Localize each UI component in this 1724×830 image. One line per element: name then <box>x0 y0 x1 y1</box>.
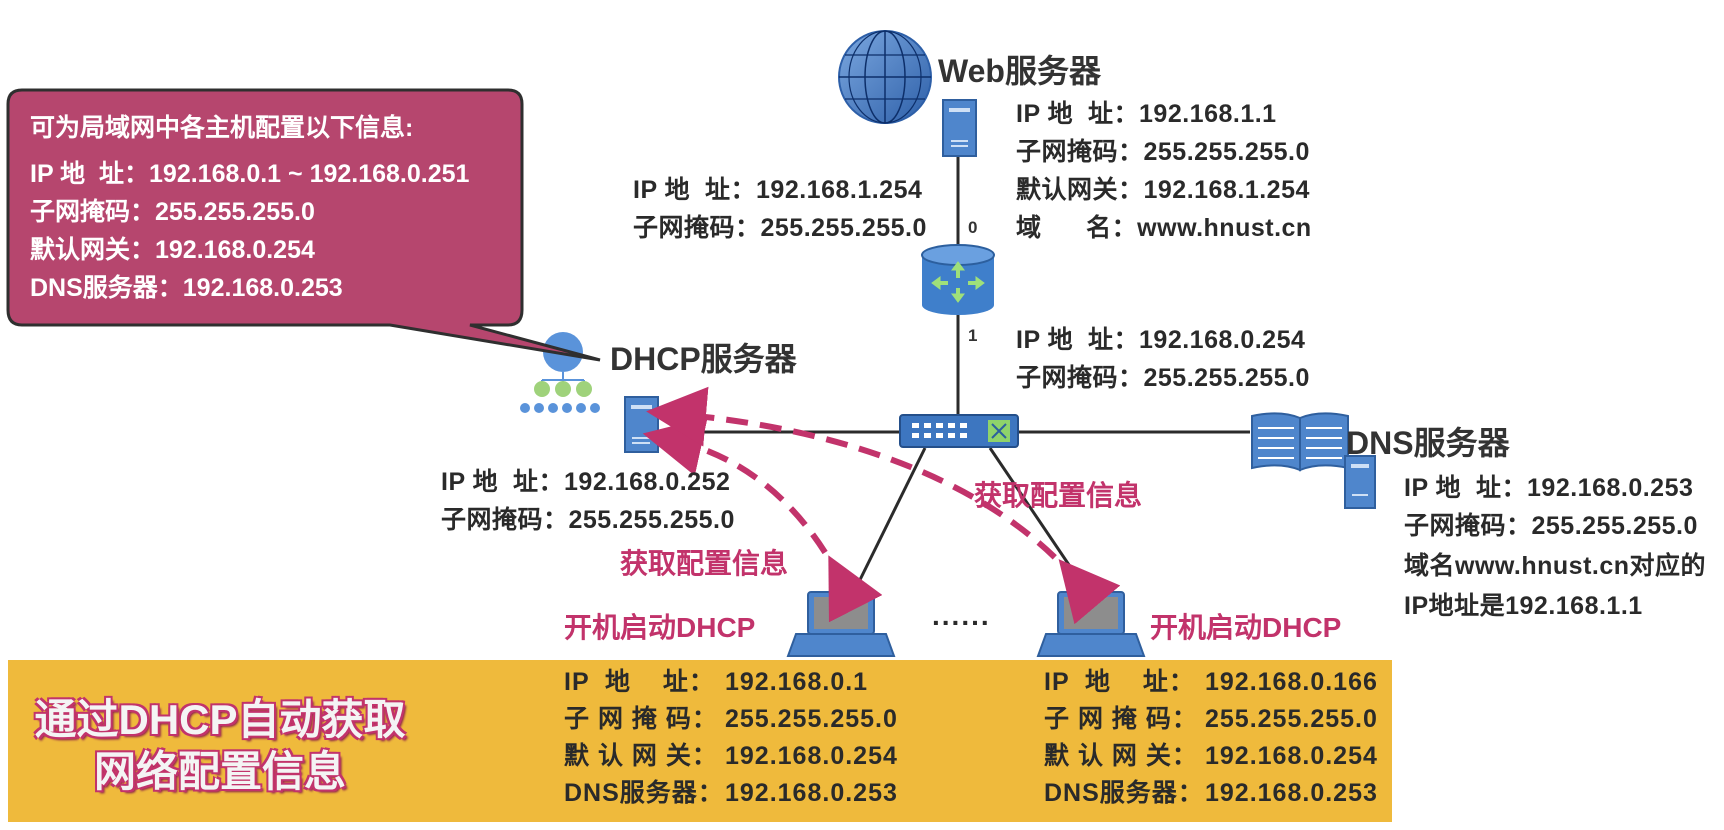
callout-bubble <box>6 88 601 362</box>
dns-server-ip: IP 地 址：192.168.0.253 <box>1404 474 1694 502</box>
hosts-ellipsis: ...... <box>932 600 991 631</box>
dns-server-mask: 子网掩码：255.255.255.0 <box>1404 512 1698 540</box>
globe-icon <box>838 30 932 124</box>
callout-ip-range: IP 地 址：192.168.0.1 ~ 192.168.0.251 <box>30 160 470 188</box>
callout-gateway: 默认网关：192.168.0.254 <box>30 236 315 264</box>
host2-config: IP 地 址：192.168.0.166 子 网 掩 码：255.255.255… <box>1044 664 1378 812</box>
switch-icon <box>899 414 1019 448</box>
host1-row-mask: 子 网 掩 码：255.255.255.0 <box>564 705 898 733</box>
banner-title-line-1: 通过DHCP自动获取 <box>34 696 406 743</box>
web-server-mask: 子网掩码：255.255.255.0 <box>1016 138 1310 166</box>
router-if0-mask: 子网掩码：255.255.255.0 <box>633 214 927 242</box>
laptop-icon <box>1036 591 1146 657</box>
web-server-gateway: 默认网关：192.168.1.254 <box>1016 176 1310 204</box>
dns-server-note-1: 域名www.hnust.cn对应的 <box>1404 552 1707 580</box>
link-switch-host1 <box>850 447 927 597</box>
dhcp-server-title: DHCP服务器 <box>610 341 797 377</box>
callout-heading: 可为局域网中各主机配置以下信息: <box>30 114 414 142</box>
router-if1-ip: IP 地 址：192.168.0.254 <box>1016 326 1306 354</box>
banner-title: 通过DHCP自动获取 网络配置信息 <box>30 694 410 798</box>
dhcp-request-arrows <box>642 386 1121 625</box>
host2-row-mask: 子 网 掩 码：255.255.255.0 <box>1044 705 1378 733</box>
dhcp-server-ip: IP 地 址：192.168.0.252 <box>441 468 731 496</box>
host2-row-ip: IP 地 址：192.168.0.166 <box>1044 668 1378 696</box>
banner-title-line-2: 网络配置信息 <box>93 748 346 795</box>
host1-row-gateway: 默 认 网 关：192.168.0.254 <box>564 742 898 770</box>
router-port-0: 0 <box>968 218 978 237</box>
server-icon <box>942 99 977 157</box>
summary-banner: 通过DHCP自动获取 网络配置信息 IP 地 址：192.168.0.1 子 网… <box>8 660 1392 822</box>
host2-label: 开机启动DHCP <box>1150 612 1342 643</box>
web-server-ip: IP 地 址：192.168.1.1 <box>1016 100 1277 128</box>
dns-book-icon <box>1251 412 1376 509</box>
arrow-label-left: 获取配置信息 <box>620 548 789 579</box>
dns-server-title: DNS服务器 <box>1346 425 1510 461</box>
laptop-icon <box>786 591 896 657</box>
host2-row-dns: DNS服务器：192.168.0.253 <box>1044 779 1378 807</box>
arrow-host2-to-dhcp <box>646 386 1121 625</box>
arrow-label-right: 获取配置信息 <box>974 480 1143 511</box>
dhcp-server-mask: 子网掩码：255.255.255.0 <box>441 506 735 534</box>
router-icon <box>921 244 995 315</box>
link-switch-host2 <box>988 447 1092 597</box>
host1-row-dns: DNS服务器：192.168.0.253 <box>564 779 898 807</box>
dns-server-note-2: IP地址是192.168.1.1 <box>1404 592 1643 620</box>
router-if0-ip: IP 地 址：192.168.1.254 <box>633 176 923 204</box>
host1-config: IP 地 址：192.168.0.1 子 网 掩 码：255.255.255.0… <box>564 664 898 812</box>
host1-label: 开机启动DHCP <box>564 612 756 643</box>
web-server-domain: 域 名：www.hnust.cn <box>1016 214 1312 242</box>
callout-mask: 子网掩码：255.255.255.0 <box>30 198 315 226</box>
web-server-title: Web服务器 <box>938 53 1101 89</box>
host2-row-gateway: 默 认 网 关：192.168.0.254 <box>1044 742 1378 770</box>
host1-row-ip: IP 地 址：192.168.0.1 <box>564 668 869 696</box>
callout-dns: DNS服务器：192.168.0.253 <box>30 274 343 302</box>
router-if1-mask: 子网掩码：255.255.255.0 <box>1016 364 1310 392</box>
router-port-1: 1 <box>968 326 978 345</box>
